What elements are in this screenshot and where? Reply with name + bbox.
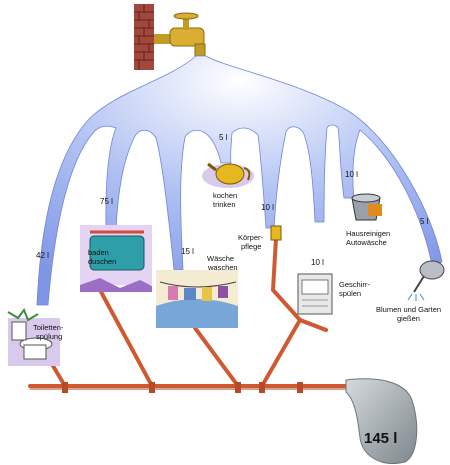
laundry-line-icon	[156, 270, 238, 328]
tap-icon	[154, 12, 206, 57]
bathtub-icon	[80, 225, 152, 292]
volume-laundry: 15 l	[181, 247, 194, 256]
volume-cleaning: 10 l	[345, 170, 358, 179]
volume-dishes: 10 l	[311, 258, 324, 267]
teapot-icon	[202, 162, 254, 188]
water-flow	[36, 55, 443, 306]
volume-bath: 75 l	[100, 197, 113, 206]
sewage-outlet	[345, 378, 418, 464]
toilet-icon	[7, 307, 60, 366]
label-cleaning-2: Autowäsche	[346, 238, 387, 247]
volume-toilet: 42 l	[36, 251, 49, 260]
volume-body: 10 l	[261, 203, 274, 212]
label-toilet-1: Toiletten-	[33, 323, 64, 332]
label-garden-2: gießen	[397, 314, 420, 323]
pipe-joints	[62, 382, 303, 393]
label-bath-2: duschen	[88, 257, 116, 266]
label-dishes-2: spülen	[339, 289, 361, 298]
label-cleaning-1: Hausreinigen	[346, 229, 390, 238]
watering-can-icon	[407, 260, 445, 301]
bucket-icon	[351, 193, 382, 221]
label-cooking-2: trinken	[213, 200, 236, 209]
label-toilet-2: spülung	[36, 332, 62, 341]
volume-garden: 5 l	[420, 217, 429, 226]
drain-pipes	[28, 236, 352, 390]
label-body-2: pflege	[241, 242, 261, 251]
label-laundry-1: Wäsche	[207, 254, 234, 263]
brick-wall	[134, 4, 154, 70]
total-volume: 145 l	[364, 430, 397, 447]
label-dishes-1: Geschirr-	[339, 280, 370, 289]
brush-icon	[270, 225, 282, 241]
label-garden-1: Blumen und Garten	[376, 305, 441, 314]
label-laundry-2: waschen	[207, 263, 238, 272]
dishwasher-icon	[297, 273, 333, 315]
label-body-1: Körper-	[238, 233, 264, 242]
label-bath-1: baden	[88, 248, 109, 257]
label-cooking-1: kochen	[213, 191, 237, 200]
volume-cooking: 5 l	[219, 133, 228, 142]
